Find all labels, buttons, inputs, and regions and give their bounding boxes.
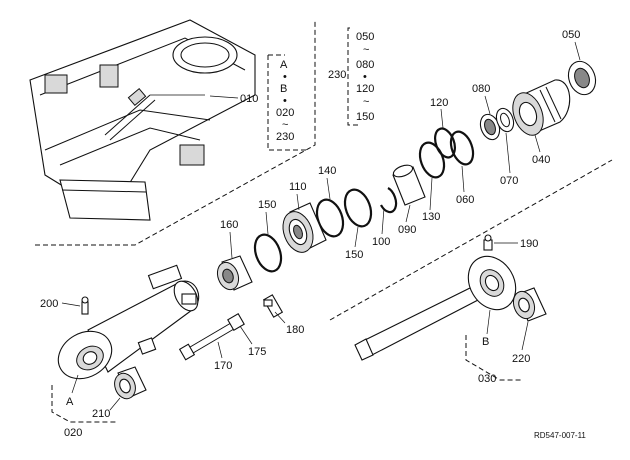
drawing-code: RD547-007-11 xyxy=(534,431,586,440)
group-230-dot: • xyxy=(363,71,367,83)
part-070-ring xyxy=(495,107,515,133)
part-080-seal xyxy=(479,113,501,141)
callout-070: 070 xyxy=(500,175,518,187)
callout-190: 190 xyxy=(520,238,538,250)
callout-120: 120 xyxy=(430,97,448,109)
part-190-grease-nipple xyxy=(483,234,493,251)
part-060-o-ring xyxy=(449,130,475,166)
part-150-ring-left xyxy=(253,233,283,273)
callout-040: 040 xyxy=(532,154,550,166)
callout-175: 175 xyxy=(248,346,266,358)
group-230-item-050: 050 xyxy=(356,31,374,43)
part-110-piston xyxy=(282,202,327,253)
callout-100: 100 xyxy=(372,236,390,248)
machine-frame-illustration xyxy=(29,19,256,221)
callout-150-left: 150 xyxy=(258,199,276,211)
group-230-bracket: 230 050 ~ 080 • 120 ~ 150 xyxy=(328,27,374,126)
callout-140: 140 xyxy=(318,165,336,177)
section-boundary xyxy=(35,20,316,246)
part-210-bushing xyxy=(114,366,147,400)
callout-220: 220 xyxy=(512,353,530,365)
callout-090: 090 xyxy=(398,224,416,236)
part-050-dust-seal xyxy=(567,60,597,96)
group-230-item-tilde-1: ~ xyxy=(363,44,369,56)
part-170-pipe xyxy=(178,313,245,361)
callout-200: 200 xyxy=(40,298,58,310)
callout-180: 180 xyxy=(286,324,304,336)
part-160-nut xyxy=(216,255,253,291)
part-030-piston-rod xyxy=(354,255,517,361)
group-010-bracket: A • B • 020 ~ 230 xyxy=(267,54,308,151)
callout-030: 030 xyxy=(478,373,496,385)
part-100-snap-ring xyxy=(380,187,398,214)
group-230-label: 230 xyxy=(328,69,346,81)
group-010-item-230: 230 xyxy=(276,131,294,143)
part-040-rod-cover xyxy=(512,79,571,136)
callout-160: 160 xyxy=(220,219,238,231)
part-130-ring xyxy=(418,141,446,179)
group-230-item-tilde-2: ~ xyxy=(363,96,369,108)
group-010-item-tilde: ~ xyxy=(282,119,288,131)
callout-150-right: 150 xyxy=(345,249,363,261)
part-220-bushing xyxy=(512,287,547,322)
callout-210: 210 xyxy=(92,408,110,420)
group-230-item-120: 120 xyxy=(356,83,374,95)
group-030-bracket xyxy=(465,335,522,381)
part-150-ring-right xyxy=(343,188,373,228)
callout-B-right: B xyxy=(482,336,489,348)
callout-170: 170 xyxy=(214,360,232,372)
group-230-item-080: 080 xyxy=(356,59,374,71)
group-010-item-A: A xyxy=(280,59,288,71)
group-010-dot-2: • xyxy=(283,95,287,107)
group-010-dot-1: • xyxy=(283,71,287,83)
callout-060: 060 xyxy=(456,194,474,206)
group-230-item-150: 150 xyxy=(356,111,374,123)
callout-110: 110 xyxy=(289,181,307,193)
group-010-item-020: 020 xyxy=(276,107,294,119)
part-090-collar xyxy=(392,164,426,206)
group-010-item-B: B xyxy=(280,83,287,95)
part-200-grease-nipple xyxy=(81,296,89,315)
callout-080: 080 xyxy=(472,83,490,95)
section-boundary-lower xyxy=(329,159,613,321)
callout-A-left: A xyxy=(66,396,74,408)
callout-020: 020 xyxy=(64,427,82,439)
callout-010: 010 xyxy=(240,93,258,105)
callout-130: 130 xyxy=(422,211,440,223)
part-180-bolt xyxy=(262,294,284,318)
part-020-cylinder-tube xyxy=(57,264,200,380)
callout-050: 050 xyxy=(562,29,580,41)
